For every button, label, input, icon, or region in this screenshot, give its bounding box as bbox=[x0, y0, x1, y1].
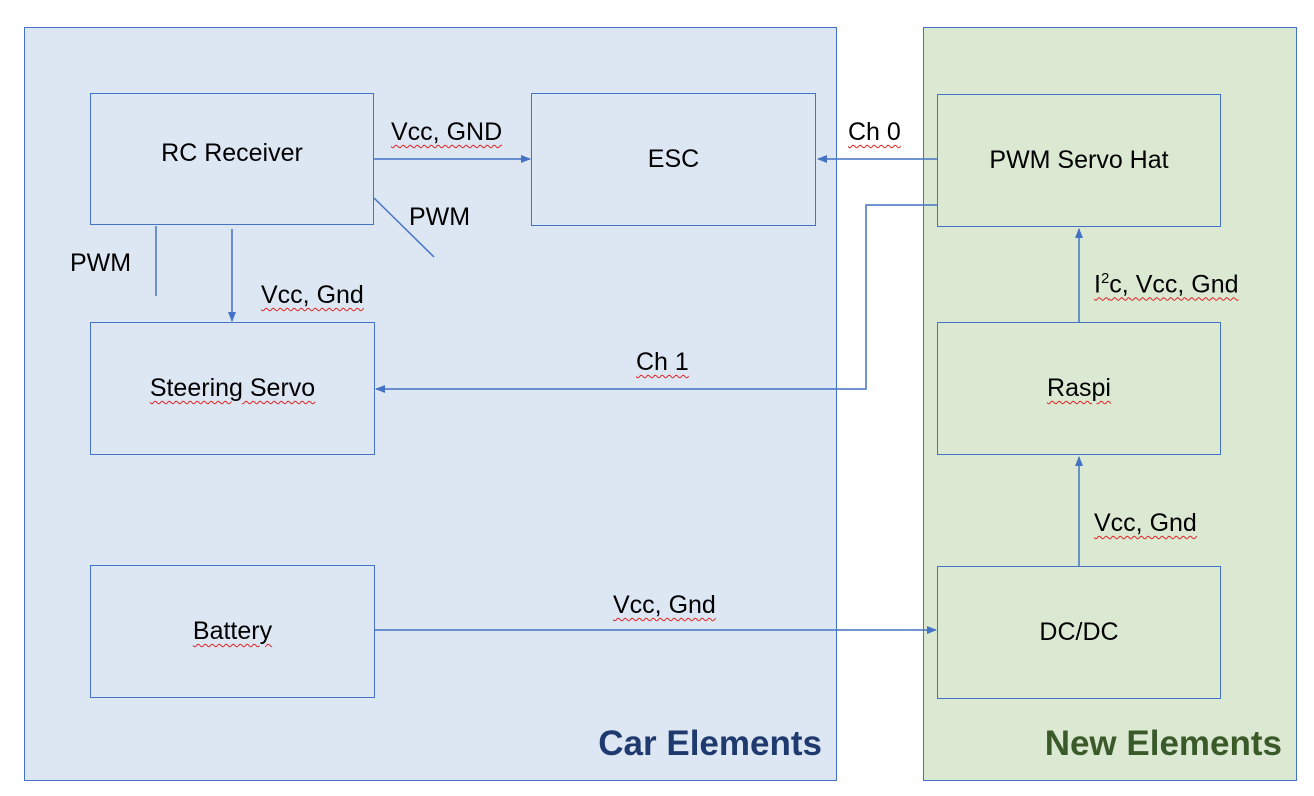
new-elements-title: New Elements bbox=[1044, 724, 1282, 763]
pwm-servo-hat-box: PWM Servo Hat bbox=[937, 94, 1221, 227]
steering-servo-label: Steering Servo bbox=[149, 374, 316, 402]
battery-box: Battery bbox=[90, 565, 375, 698]
rc-receiver-box: RC Receiver bbox=[90, 93, 374, 225]
raspi-label: Raspi bbox=[1047, 374, 1111, 402]
label-i2c: I2c, Vcc, Gnd bbox=[1094, 270, 1239, 299]
dcdc-box: DC/DC bbox=[937, 566, 1221, 699]
esc-box: ESC bbox=[531, 93, 816, 226]
pwm-servo-hat-label: PWM Servo Hat bbox=[989, 146, 1169, 174]
rc-receiver-label: RC Receiver bbox=[161, 138, 303, 167]
label-rc-pwm-right: PWM bbox=[409, 203, 471, 231]
car-elements-title: Car Elements bbox=[598, 724, 822, 763]
label-rc-pwm-left: PWM bbox=[70, 249, 132, 277]
steering-servo-box: Steering Servo bbox=[90, 322, 375, 455]
label-dcdc-to-raspi: Vcc, Gnd bbox=[1094, 509, 1197, 537]
label-rc-to-esc: Vcc, GND bbox=[391, 118, 503, 146]
label-ch0: Ch 0 bbox=[848, 118, 901, 146]
label-rc-to-servo: Vcc, Gnd bbox=[261, 281, 364, 309]
battery-label: Battery bbox=[192, 617, 273, 645]
esc-label: ESC bbox=[647, 145, 700, 173]
raspi-box: Raspi bbox=[937, 322, 1221, 455]
label-ch1: Ch 1 bbox=[636, 348, 689, 376]
dcdc-label: DC/DC bbox=[1039, 618, 1119, 646]
label-battery-to-dcdc: Vcc, Gnd bbox=[613, 591, 716, 619]
